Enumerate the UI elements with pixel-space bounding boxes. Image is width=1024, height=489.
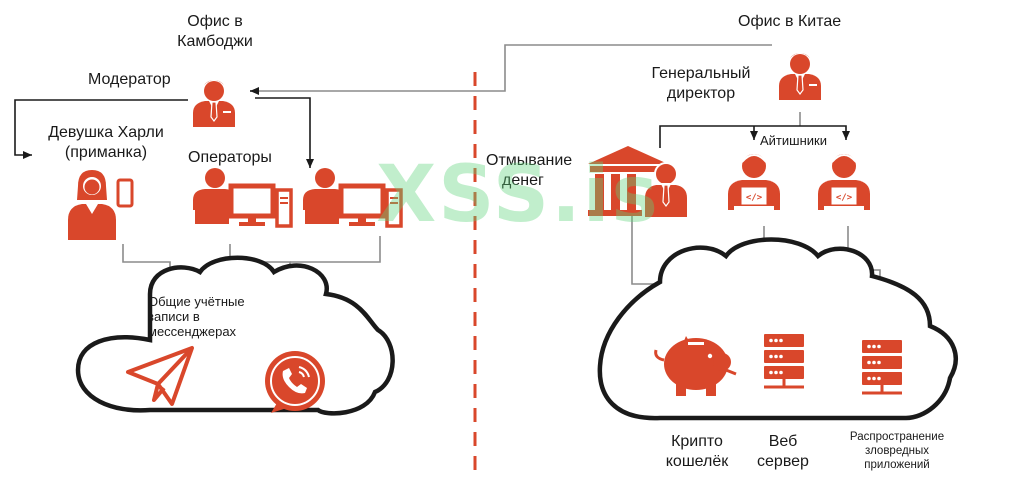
general-director-line2: директор xyxy=(666,85,736,102)
viber-icon xyxy=(265,351,325,413)
crypto-wallet-line2: кошелёк xyxy=(665,453,729,470)
harley-decoy-label: Девушка Харли (приманка) xyxy=(26,123,186,163)
malware-line1: Распространение xyxy=(849,431,945,443)
telegram-icon xyxy=(126,346,194,406)
moderator-icon xyxy=(192,79,236,128)
moderator-label: Модератор xyxy=(88,71,171,88)
malware-distribution-label: Распространение зловредных приложений xyxy=(832,430,962,472)
money-laundering-line1: Отмывание xyxy=(486,152,573,169)
crypto-wallet-icon xyxy=(654,336,737,396)
general-director-line1: Генеральный xyxy=(651,65,751,82)
watermark: XSS.is xyxy=(376,150,660,240)
money-laundering-label: Отмывание денег xyxy=(486,151,572,191)
office-china-label: Офис в Китае xyxy=(738,13,842,30)
harley-line2: (приманка) xyxy=(64,144,148,161)
office-cambodia-line1: Офис в xyxy=(187,13,243,30)
operator-icon-1 xyxy=(193,168,291,226)
web-server-label: Веб сервер xyxy=(748,432,818,472)
it-staff-label: Айтишники xyxy=(760,133,827,148)
shared-accounts-line2: записи в xyxy=(148,309,200,324)
it-staff-icon-2 xyxy=(816,152,872,212)
office-cambodia-line2: Камбоджи xyxy=(177,33,253,50)
harley-line1: Девушка Харли xyxy=(48,124,164,141)
general-director-label: Генеральный директор xyxy=(636,64,766,104)
money-laundering-line2: денег xyxy=(502,172,544,189)
general-director-icon xyxy=(778,52,822,101)
it-staff-icon-1 xyxy=(726,152,782,212)
web-server-line1: Веб xyxy=(768,433,798,450)
shared-accounts-line1: Общие учётные xyxy=(148,294,245,309)
malware-line2: зловредных xyxy=(864,445,930,457)
shared-accounts-label: Общие учётные записи в мессенджерах xyxy=(148,294,288,339)
operators-label: Операторы xyxy=(188,149,272,166)
shared-accounts-line3: мессенджерах xyxy=(148,324,237,339)
web-server-line2: сервер xyxy=(757,453,809,470)
crypto-wallet-label: Крипто кошелёк xyxy=(652,432,742,472)
harley-decoy-icon xyxy=(68,170,134,240)
crypto-wallet-line1: Крипто xyxy=(671,433,723,450)
malware-line3: приложений xyxy=(864,459,930,471)
money-laundering-icon xyxy=(588,146,689,219)
infrastructure-cloud xyxy=(597,237,958,421)
office-cambodia-label: Офис в Камбоджи xyxy=(160,12,270,52)
